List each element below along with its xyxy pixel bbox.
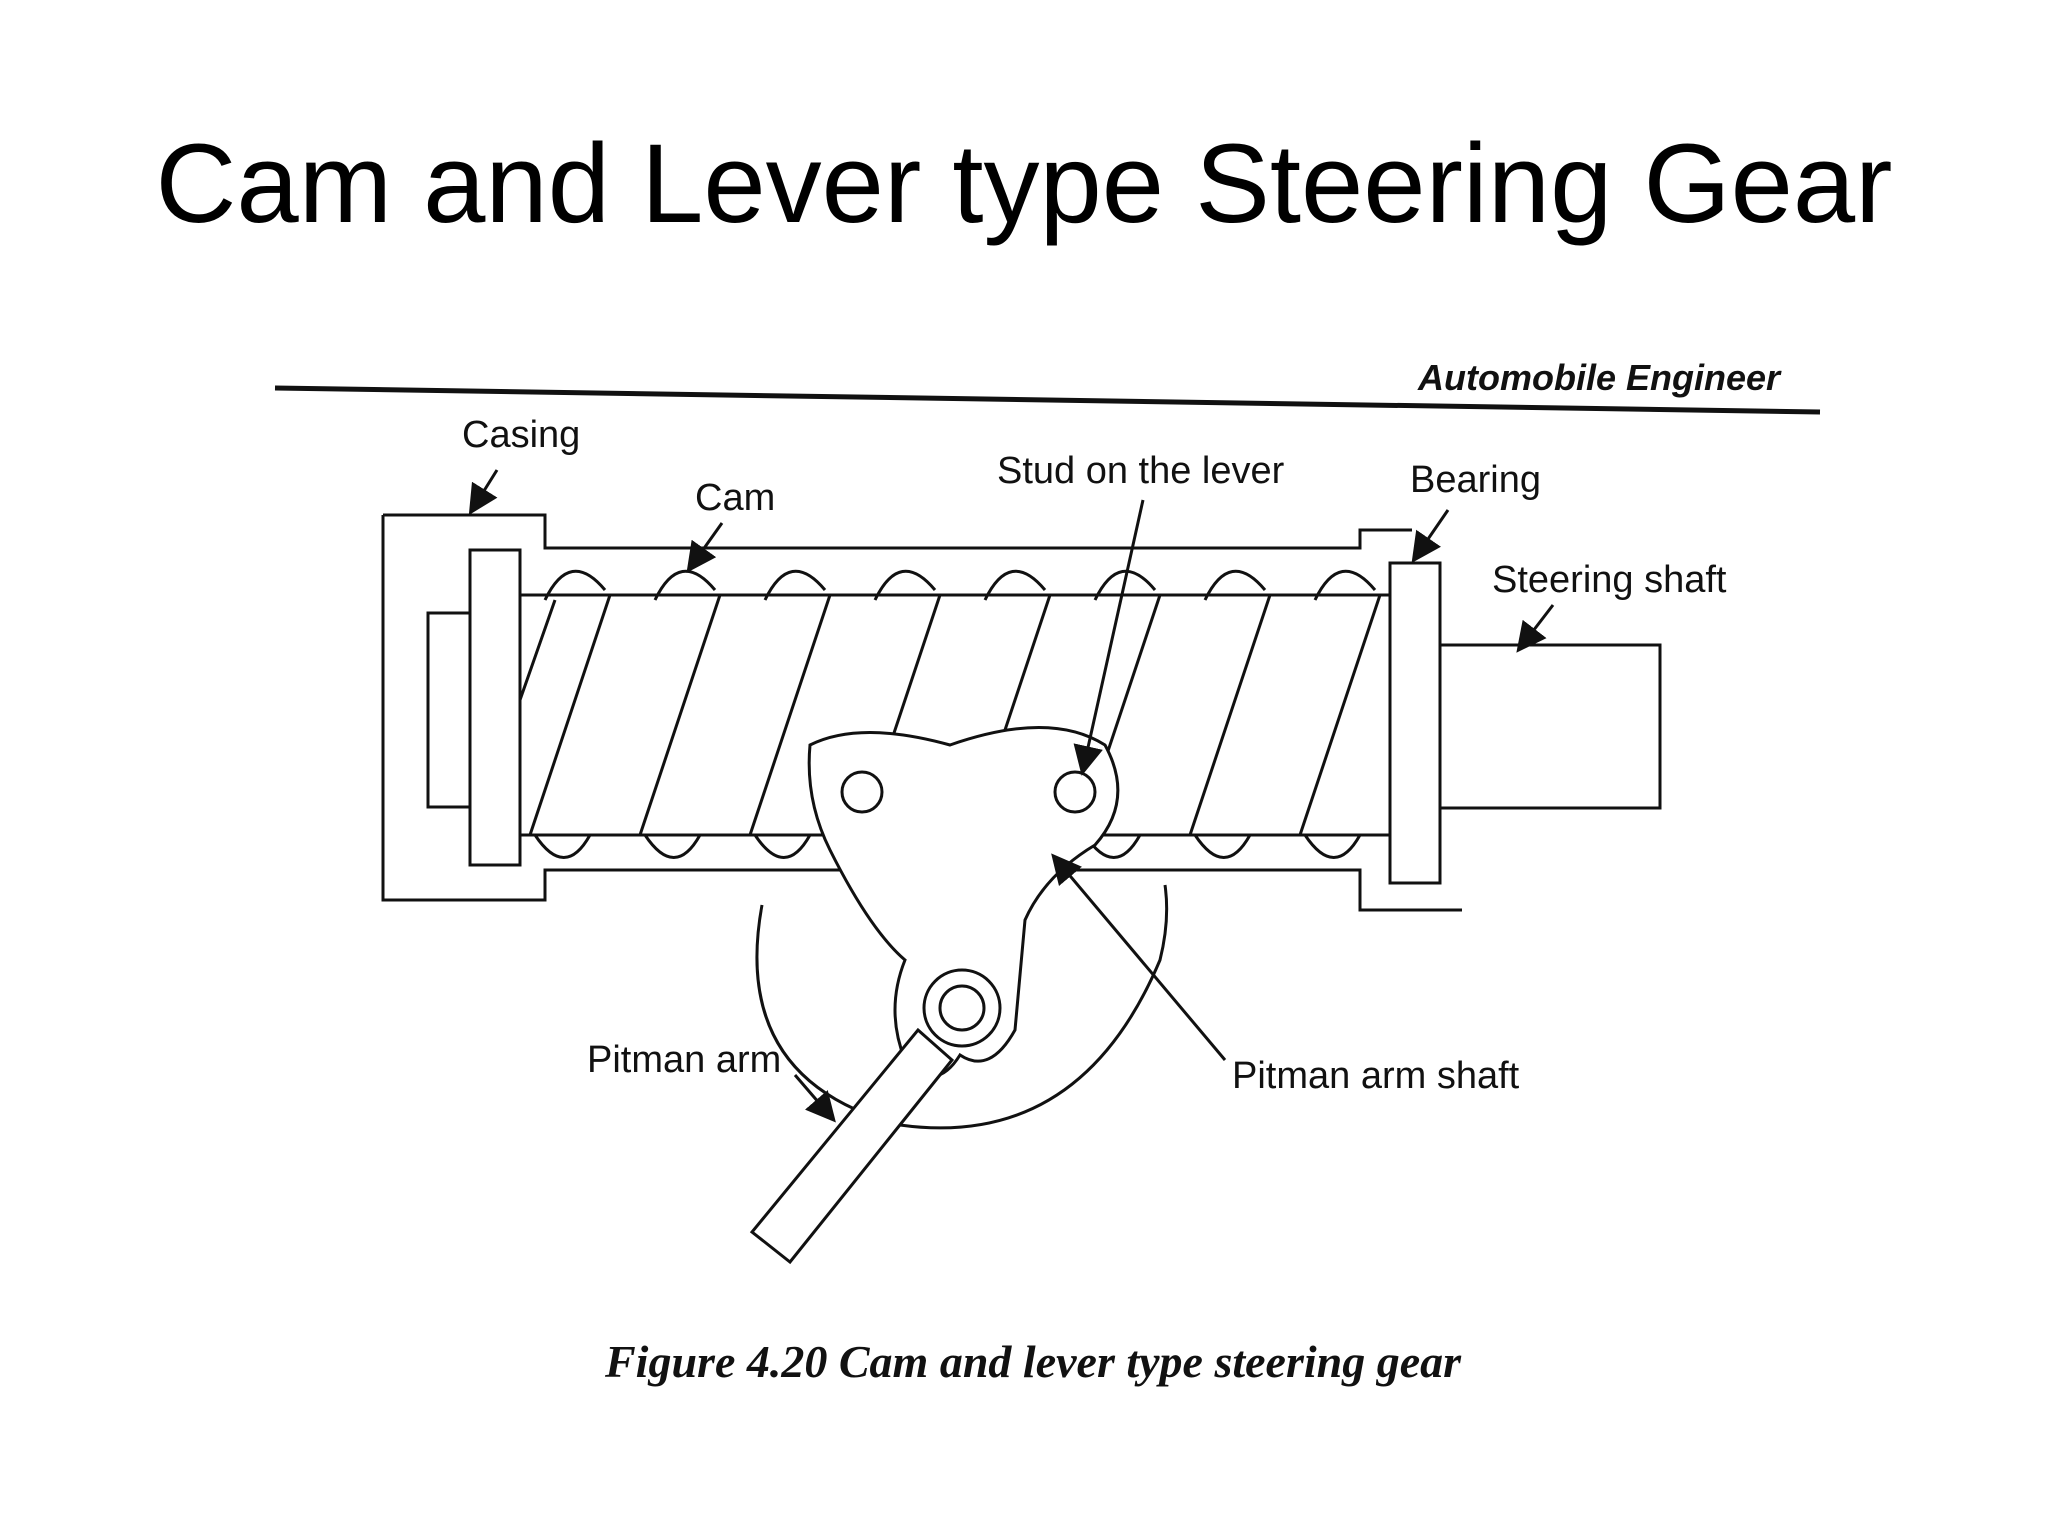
leader-casing: [468, 469, 499, 516]
label-casing: Casing: [462, 414, 580, 456]
page-header-text: Automobile Engineer: [1417, 357, 1782, 398]
slide-title: Cam and Lever type Steering Gear: [155, 121, 1893, 246]
label-stud: Stud on the lever: [997, 450, 1285, 492]
stud-on-lever: [1053, 770, 1097, 814]
leader-pitman-arm: [793, 1074, 836, 1123]
leader-bearing: [1411, 509, 1450, 563]
steering-shaft: [1440, 643, 1662, 810]
leader-steering-shaft: [1516, 604, 1555, 653]
left-bearing: [468, 548, 522, 867]
pitman-arm-shaft: [755, 884, 1169, 1130]
lever: [807, 726, 1120, 1078]
figure-caption: Figure 4.20 Cam and lever type steering …: [604, 1336, 1462, 1387]
label-cam: Cam: [695, 477, 775, 519]
leader-pitman-arm-shaft: [1051, 853, 1227, 1061]
label-pitman-arm: Pitman arm: [587, 1039, 781, 1081]
label-steering-shaft: Steering shaft: [1492, 559, 1727, 601]
label-pitman-arm-shaft: Pitman arm shaft: [1232, 1055, 1520, 1097]
label-bearing: Bearing: [1410, 459, 1541, 501]
casing: [383, 513, 1412, 550]
right-bearing: [1388, 561, 1442, 885]
leader-cam: [686, 522, 724, 573]
pitman-arm: [749, 1027, 955, 1265]
leader-stud: [1073, 499, 1145, 776]
lever-pivot-inner: [938, 984, 986, 1032]
page-header-rule: [274, 385, 1821, 415]
lever-hole-left: [840, 770, 884, 814]
